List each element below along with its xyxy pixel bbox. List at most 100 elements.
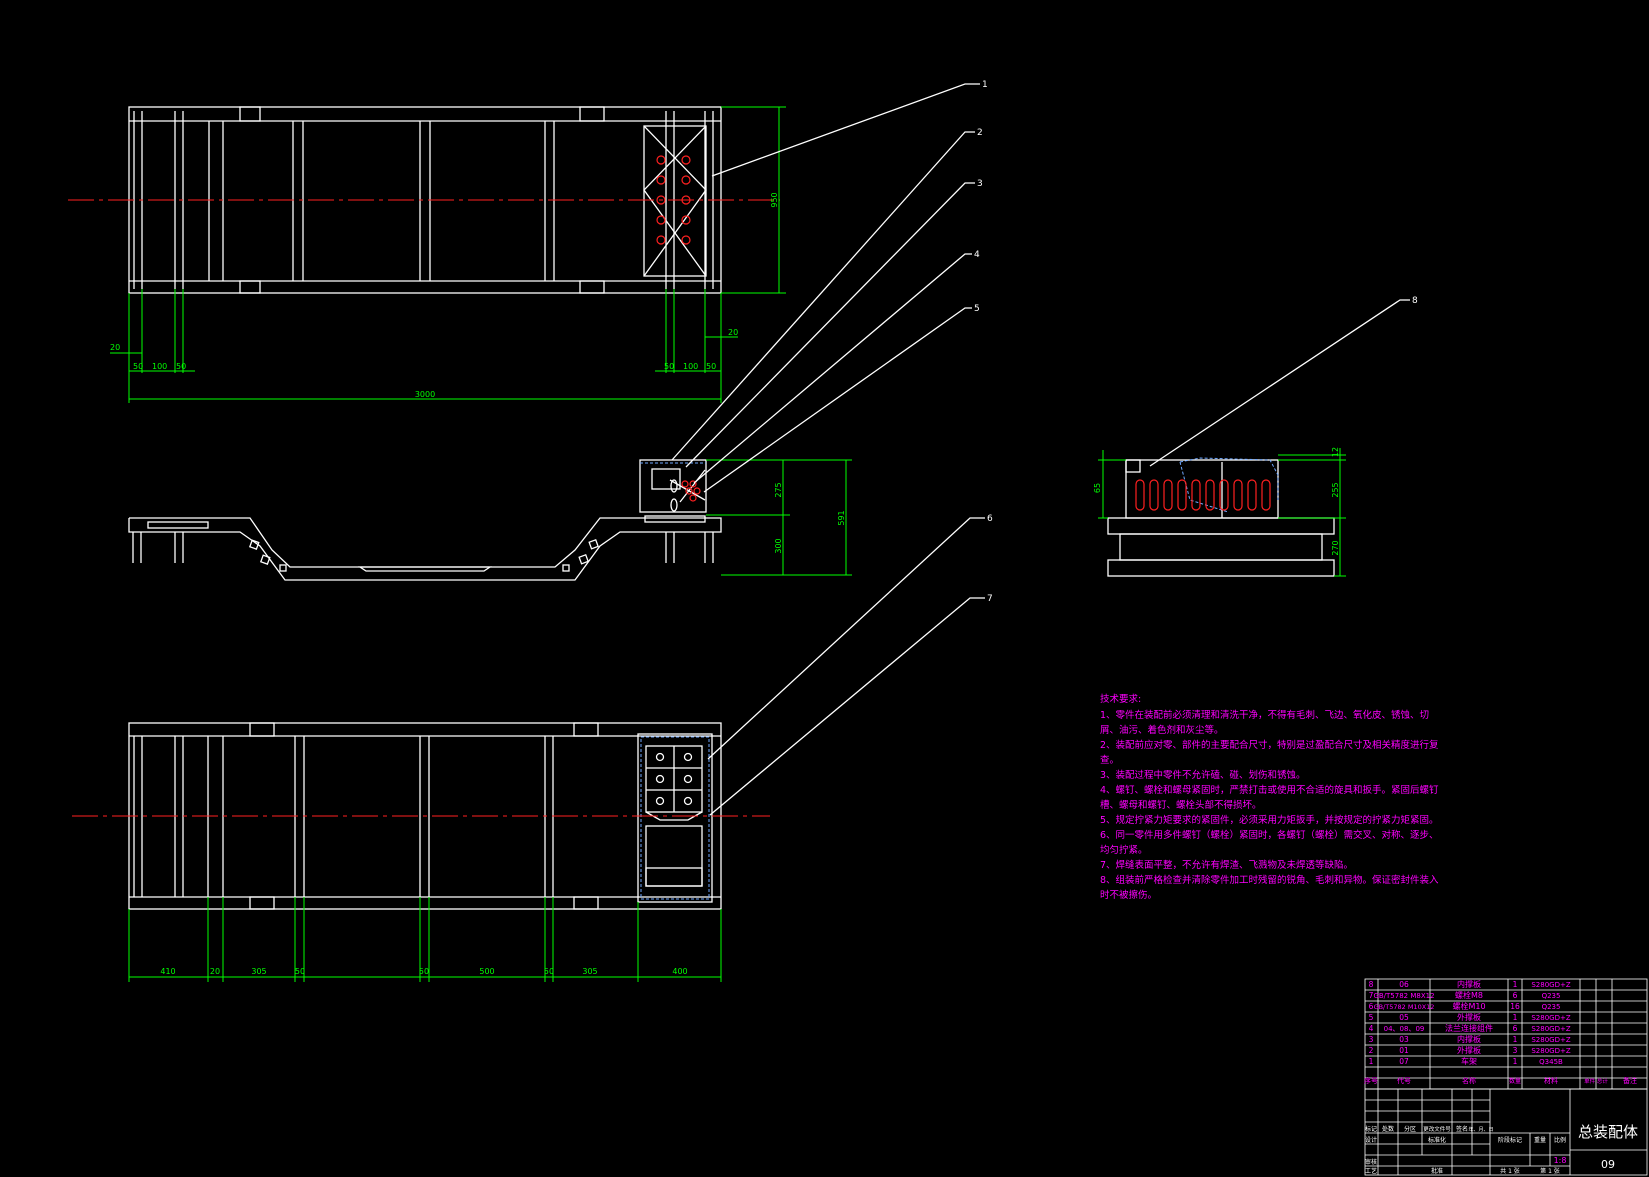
dim-bottom-8: 305 (582, 967, 597, 976)
balloon-3: 3 (977, 179, 983, 189)
bom-row-name: 外撑板 (1457, 1045, 1481, 1055)
drawing-number: 09 (1601, 1158, 1615, 1171)
bom-row-name: 螺栓M8 (1455, 990, 1483, 1000)
tb-approve: 批准 (1431, 1167, 1443, 1175)
balloon-5: 5 (974, 304, 980, 314)
bom-row-no: 7 (1369, 991, 1374, 1000)
tb-sign: 签名 (1456, 1125, 1468, 1133)
bom-row-qty: 16 (1510, 1002, 1520, 1011)
bom-row-no: 2 (1369, 1046, 1374, 1055)
bom-row-code: 01 (1399, 1046, 1409, 1055)
note-line: 3、装配过程中零件不允许磕、碰、划伤和锈蚀。 (1100, 769, 1306, 781)
note-line: 4、螺钉、螺栓和螺母紧固时，严禁打击或使用不合适的旋具和扳手。紧固后螺钉 (1100, 784, 1439, 796)
bom-row-qty: 1 (1513, 1013, 1518, 1022)
balloon-2: 2 (977, 128, 983, 138)
bom-header-name: 名称 (1462, 1076, 1476, 1085)
dim-bottom-3: 305 (251, 967, 266, 976)
bom-row-code: 07 (1399, 1057, 1409, 1066)
dim-bottom-5: 50 (419, 967, 429, 976)
dim-bottom-6: 500 (479, 967, 494, 976)
bom-header-qty: 数量 (1509, 1077, 1521, 1085)
front-view-dimensions: 275 300 591 (706, 459, 852, 576)
note-line: 时不被擦伤。 (1100, 889, 1157, 901)
dim-side-lower: 270 (1331, 540, 1340, 555)
dim-left-1: 50 (133, 362, 143, 371)
bom-row-qty: 1 (1513, 1057, 1518, 1066)
balloon-7: 7 (987, 594, 993, 604)
tb-stage-mark: 阶段标记 (1498, 1136, 1522, 1144)
dim-right-1: 50 (664, 362, 674, 371)
dim-front-lower: 300 (774, 538, 783, 553)
dim-height: 950 (770, 192, 779, 207)
drawing-name: 总装配体 (1578, 1123, 1638, 1141)
tb-scale-label: 比例 (1554, 1136, 1566, 1144)
bom-row-code: GB/T5782 M8X12 (1373, 992, 1434, 1000)
bom-row-code: 04、08、09 (1384, 1025, 1425, 1033)
bom-row-code: GB/T5782 M10X12 (1374, 1003, 1435, 1011)
bom-row-material: Q235 (1542, 992, 1561, 1000)
front-view (128, 459, 722, 581)
bottom-view-dimensions: 410 20 305 50 50 500 50 305 400 (128, 897, 722, 982)
top-view (68, 106, 780, 294)
tb-change-doc: 更改文件号 (1423, 1125, 1451, 1133)
dim-left-2: 100 (152, 362, 167, 371)
side-view-slots (1135, 479, 1271, 511)
side-view-base (1107, 517, 1335, 535)
title-block: 标记 处数 分区 更改文件号 签名 年、月、日 设计 标准化 审核 工艺 批准 … (1364, 1088, 1648, 1176)
bom-row-name: 内撑板 (1457, 1034, 1481, 1044)
bom-header-remarks: 备注 (1623, 1076, 1637, 1085)
dim-side-upper: 255 (1331, 482, 1340, 497)
tb-mark: 标记 (1365, 1125, 1377, 1133)
dim-bottom-1: 410 (160, 967, 175, 976)
tb-standardize: 标准化 (1428, 1136, 1446, 1144)
bom-header-code: 代号 (1397, 1076, 1411, 1085)
tb-process: 工艺 (1365, 1167, 1377, 1175)
balloon-1: 1 (982, 80, 988, 90)
side-view (1107, 457, 1335, 577)
note-line: 6、同一零件用多件螺钉（螺栓）紧固时，各螺钉（螺栓）需交叉、对称、逐步、 (1100, 829, 1439, 841)
bom-row-name: 车架 (1461, 1056, 1477, 1066)
tb-design: 设计 (1365, 1136, 1377, 1144)
balloon-8: 8 (1412, 296, 1418, 306)
bom-row-no: 6 (1369, 1002, 1374, 1011)
bill-of-materials: 8 06 内撑板 1 S280GD+Z 7 GB/T5782 M8X12 螺栓M… (1364, 978, 1648, 1090)
note-line: 7、焊缝表面平整，不允许有焊渣、飞溅物及未焊透等缺陷。 (1100, 859, 1353, 871)
bom-row-no: 8 (1369, 980, 1374, 989)
bom-row-code: 06 (1399, 980, 1409, 989)
note-line: 8、组装前严格检查并清除零件加工时残留的锐角、毛刺和异物。保证密封件装入 (1100, 874, 1439, 886)
tb-sheet: 第 1 张 (1540, 1167, 1560, 1175)
balloon-leaders: 1 2 3 4 5 6 7 8 (671, 80, 1418, 816)
dim-side-top: 12 (1331, 447, 1340, 457)
dim-bottom-7: 50 (544, 967, 554, 976)
dim-right-2: 100 (683, 362, 698, 371)
bom-row-material: Q345B (1539, 1058, 1563, 1066)
dim-overall-length: 3000 (415, 390, 435, 399)
bom-row-material: S280GD+Z (1531, 981, 1570, 989)
bom-row-code: 05 (1399, 1013, 1409, 1022)
tb-total-sheets: 共 1 张 (1500, 1167, 1520, 1175)
dim-right-3: 50 (706, 362, 716, 371)
bom-row-qty: 3 (1513, 1046, 1518, 1055)
dim-bottom-4: 50 (295, 967, 305, 976)
dim-bottom-2: 20 (210, 967, 220, 976)
bom-row-no: 4 (1369, 1024, 1374, 1033)
bom-row-material: S280GD+Z (1531, 1036, 1570, 1044)
bottom-view (72, 722, 770, 910)
dim-offset-right: 20 (728, 328, 738, 337)
bom-row-code: 03 (1399, 1035, 1409, 1044)
bom-row-name: 法兰连接组件 (1445, 1023, 1493, 1033)
top-view-dimensions: 950 20 50 100 50 20 50 100 50 3000 (110, 106, 786, 403)
bom-row-material: S280GD+Z (1531, 1014, 1570, 1022)
mounting-frame (637, 733, 713, 903)
tb-weight: 重量 (1534, 1136, 1546, 1144)
technical-notes: 技术要求: 1、零件在装配前必须清理和清洗干净，不得有毛刺、飞边、氧化皮、锈蚀、… (1100, 693, 1439, 901)
dim-side-left: 65 (1093, 483, 1102, 493)
flange-box (639, 459, 707, 513)
tb-zone: 分区 (1404, 1125, 1416, 1133)
bom-row-qty: 1 (1513, 1035, 1518, 1044)
flange-plate (643, 125, 707, 277)
dim-front-upper: 275 (774, 482, 783, 497)
tb-date: 年、月、日 (1468, 1126, 1493, 1133)
bom-header-no: 序号 (1364, 1076, 1378, 1085)
